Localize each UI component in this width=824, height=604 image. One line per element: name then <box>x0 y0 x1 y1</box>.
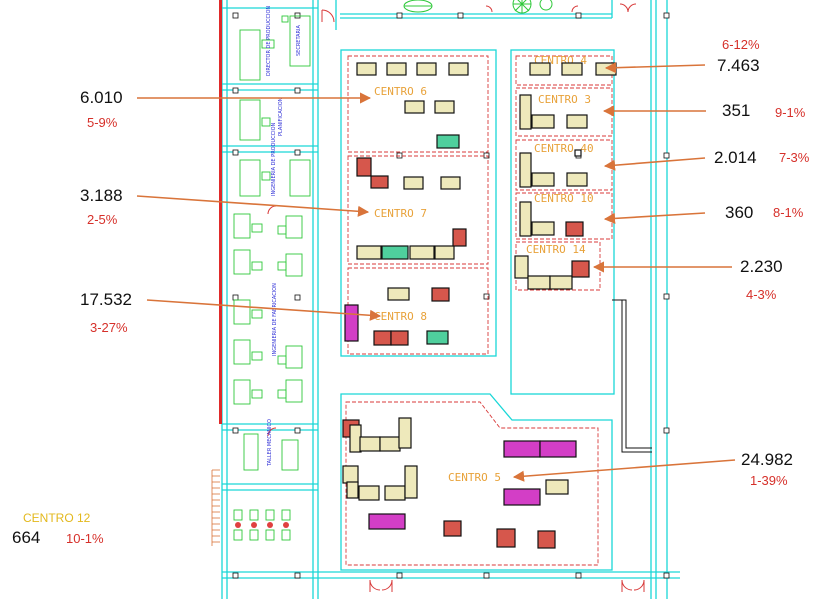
zone-centro-5 <box>345 401 599 566</box>
arrow-centro7 <box>136 195 370 217</box>
pct-centro7: 2-5% <box>87 212 118 227</box>
pct-centro12: 10-1% <box>66 531 104 546</box>
pct-centro14: 4-3% <box>746 287 777 302</box>
center-label-centro5: CENTRO 5 <box>448 471 501 484</box>
arrow-centro5 <box>512 459 736 482</box>
plants <box>403 0 553 14</box>
value-centro40: 2.014 <box>714 148 757 167</box>
value-centro6: 6.010 <box>80 88 123 107</box>
machines <box>342 62 617 549</box>
annotation-arrows <box>136 62 736 482</box>
room-label-director: DIRECTOR DE PRODUCCION <box>266 6 272 76</box>
value-centro5: 24.982 <box>741 450 793 469</box>
pct-centro10: 8-1% <box>773 205 804 220</box>
room-label-planificacion: PLANIFICACION <box>278 97 284 136</box>
pct-centro4: 6-12% <box>722 37 760 52</box>
pct-centro5: 1-39% <box>750 473 788 488</box>
label-centro12: CENTRO 12 <box>23 511 91 525</box>
pct-centro3: 9-1% <box>775 105 806 120</box>
pct-centro8: 3-27% <box>90 320 128 335</box>
value-centro3: 351 <box>722 101 751 120</box>
value-centro8: 17.532 <box>80 290 132 309</box>
zone-centro-10 <box>515 192 613 240</box>
center-label-centro40: CENTRO 40 <box>534 142 594 155</box>
arrow-centro10 <box>603 212 706 224</box>
arrow-centro4 <box>604 62 706 74</box>
center-label-centro7: CENTRO 7 <box>374 207 427 220</box>
value-centro4: 7.463 <box>717 56 760 75</box>
room-label-taller: TALLER MECANICO <box>267 419 273 467</box>
office-furniture <box>233 15 311 541</box>
pct-centro6: 5-9% <box>87 115 118 130</box>
room-label-ing-fabricacion: INGENIERIA DE FABRICACION <box>272 283 278 356</box>
center-label-centro10: CENTRO 10 <box>534 192 594 205</box>
pct-centro40: 7-3% <box>779 150 810 165</box>
room-label-secretaria: SECRETARIA <box>296 25 302 56</box>
arrow-centro40 <box>603 157 706 171</box>
center-label-centro14: CENTRO 14 <box>526 243 586 256</box>
center-label-centro6: CENTRO 6 <box>374 85 427 98</box>
room-label-ing-produccion: INGENIERIA DE PRODUCCION <box>271 122 277 196</box>
value-centro14: 2.230 <box>740 257 783 276</box>
value-centro10: 360 <box>725 203 754 222</box>
center-label-centro8: CENTRO 8 <box>374 310 427 323</box>
building-walls <box>221 0 680 599</box>
value-centro12: 664 <box>12 528 41 547</box>
arrow-centro8 <box>146 299 382 321</box>
zone-centro-6 <box>347 55 489 153</box>
value-centro7: 3.188 <box>80 186 123 205</box>
center-label-centro3: CENTRO 3 <box>538 93 591 106</box>
doors <box>267 3 645 592</box>
stairs <box>211 469 220 546</box>
